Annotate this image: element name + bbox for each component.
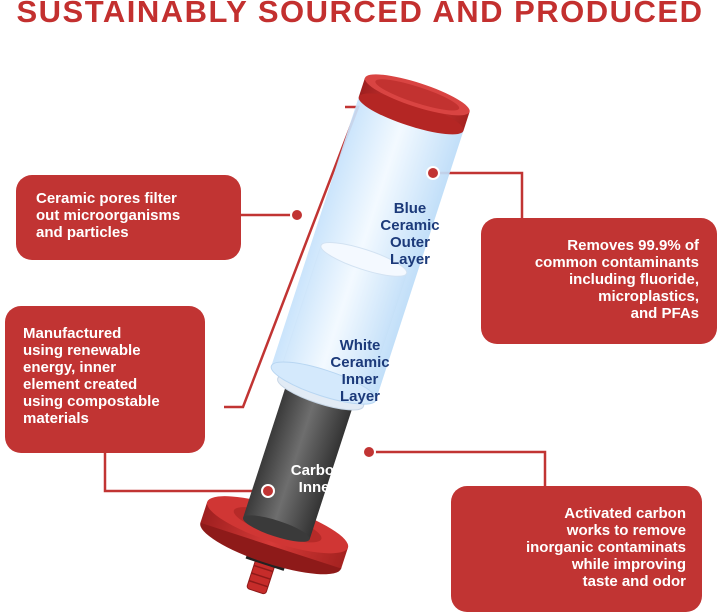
manufactured-connector <box>103 453 268 493</box>
bracket-line <box>224 105 360 409</box>
carbon-inner-label: Carbon Inner <box>290 462 344 496</box>
filter-cartridge <box>200 74 470 595</box>
callout-manufactured: Manufactured using renewable energy, inn… <box>5 306 205 453</box>
blue-ceramic-label: Blue Ceramic Outer Layer <box>380 200 440 268</box>
blue-ceramic-layer <box>271 90 466 401</box>
white-ceramic-label: White Ceramic Inner Layer <box>330 337 390 405</box>
carbon-core <box>243 376 356 540</box>
callout-ceramic-pores: Ceramic pores filter out microorganisms … <box>16 175 241 260</box>
dot-manufactured <box>261 484 275 498</box>
callout-activated-carbon: Activated carbon works to remove inorgan… <box>451 486 702 612</box>
connector-dots <box>261 166 440 498</box>
removes-connector <box>433 171 524 218</box>
dot-pores <box>290 208 304 222</box>
dot-removes <box>426 166 440 180</box>
callout-removes-contaminants: Removes 99.9% of common contaminants inc… <box>481 218 717 344</box>
page-title: SUSTAINABLY SOURCED AND PRODUCED <box>16 0 704 29</box>
connector-lines <box>103 105 547 493</box>
carbon-connector <box>369 450 547 486</box>
dot-carbon <box>362 445 376 459</box>
